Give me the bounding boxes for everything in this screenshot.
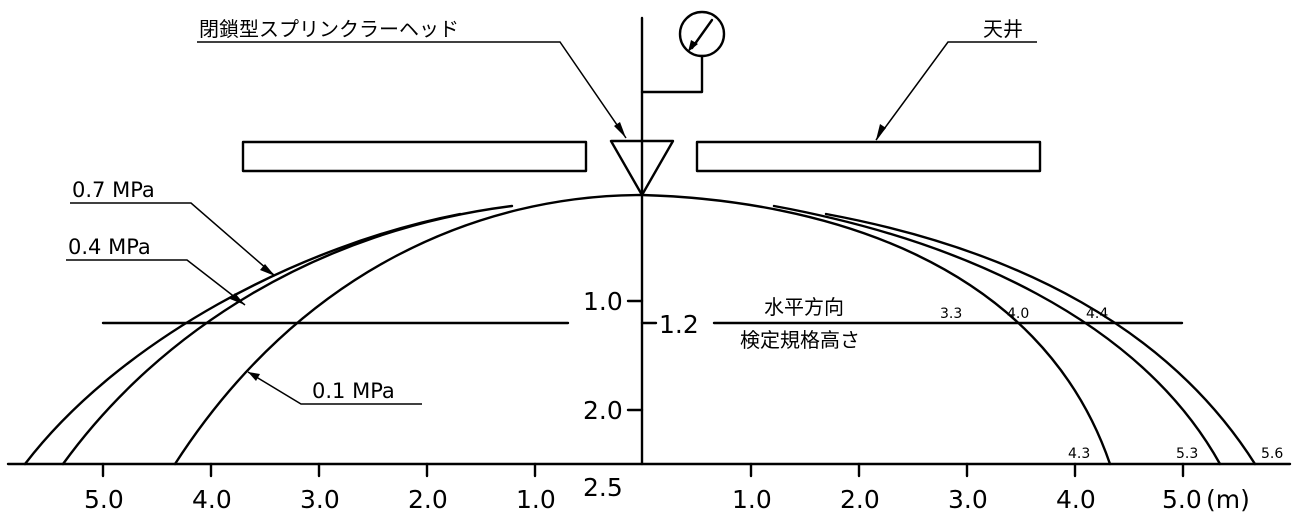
x-tick-label-left: 1.0 xyxy=(516,485,556,514)
pressure-07-label: 0.7 MPa xyxy=(72,178,155,202)
gauge-pipe xyxy=(640,54,704,94)
crossing-label: 4.4 xyxy=(1086,306,1108,322)
arrowhead xyxy=(248,372,260,381)
curve-0.7mpa-left xyxy=(23,212,462,466)
reference-height-label: 1.2 xyxy=(659,310,699,339)
x-tick-label-right: 1.0 xyxy=(732,485,772,514)
crossing-label: 4.0 xyxy=(1007,306,1029,322)
x-tick-label-right: 5.0 xyxy=(1162,485,1202,514)
x-tick-label-right: 2.0 xyxy=(840,485,880,514)
x-tick-label-left: 3.0 xyxy=(300,485,340,514)
pressure-04-label: 0.4 MPa xyxy=(68,235,151,259)
end-label: 5.3 xyxy=(1176,446,1198,462)
sprinkler-head-icon xyxy=(609,139,675,197)
y-tick-label-25: 2.5 xyxy=(583,473,623,502)
ceiling-left xyxy=(241,140,588,173)
arrowhead xyxy=(230,293,245,305)
x-tick-label-left: 2.0 xyxy=(408,485,448,514)
curve-0.7mpa-right xyxy=(824,212,1257,466)
arrowhead xyxy=(614,122,626,138)
standard-height-label: 検定規格高さ xyxy=(740,328,860,352)
pressure-01-label: 0.1 MPa xyxy=(312,379,395,403)
leader-ceiling xyxy=(875,41,1037,141)
x-tick-label-right: 4.0 xyxy=(1056,485,1096,514)
end-label: 5.6 xyxy=(1261,446,1283,462)
crossing-label: 3.3 xyxy=(940,306,962,322)
leader-0.7mpa xyxy=(70,202,276,277)
x-tick-label-right: 3.0 xyxy=(948,485,988,514)
end-label: 4.3 xyxy=(1068,446,1090,462)
x-ticks xyxy=(101,462,1185,478)
curve-0.1mpa-right xyxy=(640,193,1112,466)
x-tick-label-left: 5.0 xyxy=(84,485,124,514)
y-tick-label-1: 1.0 xyxy=(583,287,623,316)
curve-0.1mpa-left xyxy=(173,193,644,466)
gauge-needle-tip xyxy=(688,40,698,52)
y-tick-label-2: 2.0 xyxy=(583,396,623,425)
x-tick-label-left: 4.0 xyxy=(192,485,232,514)
horizontal-direction-label: 水平方向 xyxy=(764,295,844,319)
pressure-gauge-icon xyxy=(678,10,726,58)
leader-sprinkler-head xyxy=(197,41,627,139)
arrowhead xyxy=(260,264,275,276)
leader-0.1mpa xyxy=(247,371,422,405)
arrowhead xyxy=(876,124,886,140)
x-axis-unit: (m) xyxy=(1206,485,1250,514)
curve-0.4mpa-right xyxy=(772,204,1222,466)
sprinkler-head-label: 閉鎖型スプリンクラーヘッド xyxy=(199,17,459,41)
leader-0.4mpa xyxy=(66,259,246,306)
ceiling-label: 天井 xyxy=(983,17,1023,41)
ceiling-right xyxy=(695,140,1042,173)
